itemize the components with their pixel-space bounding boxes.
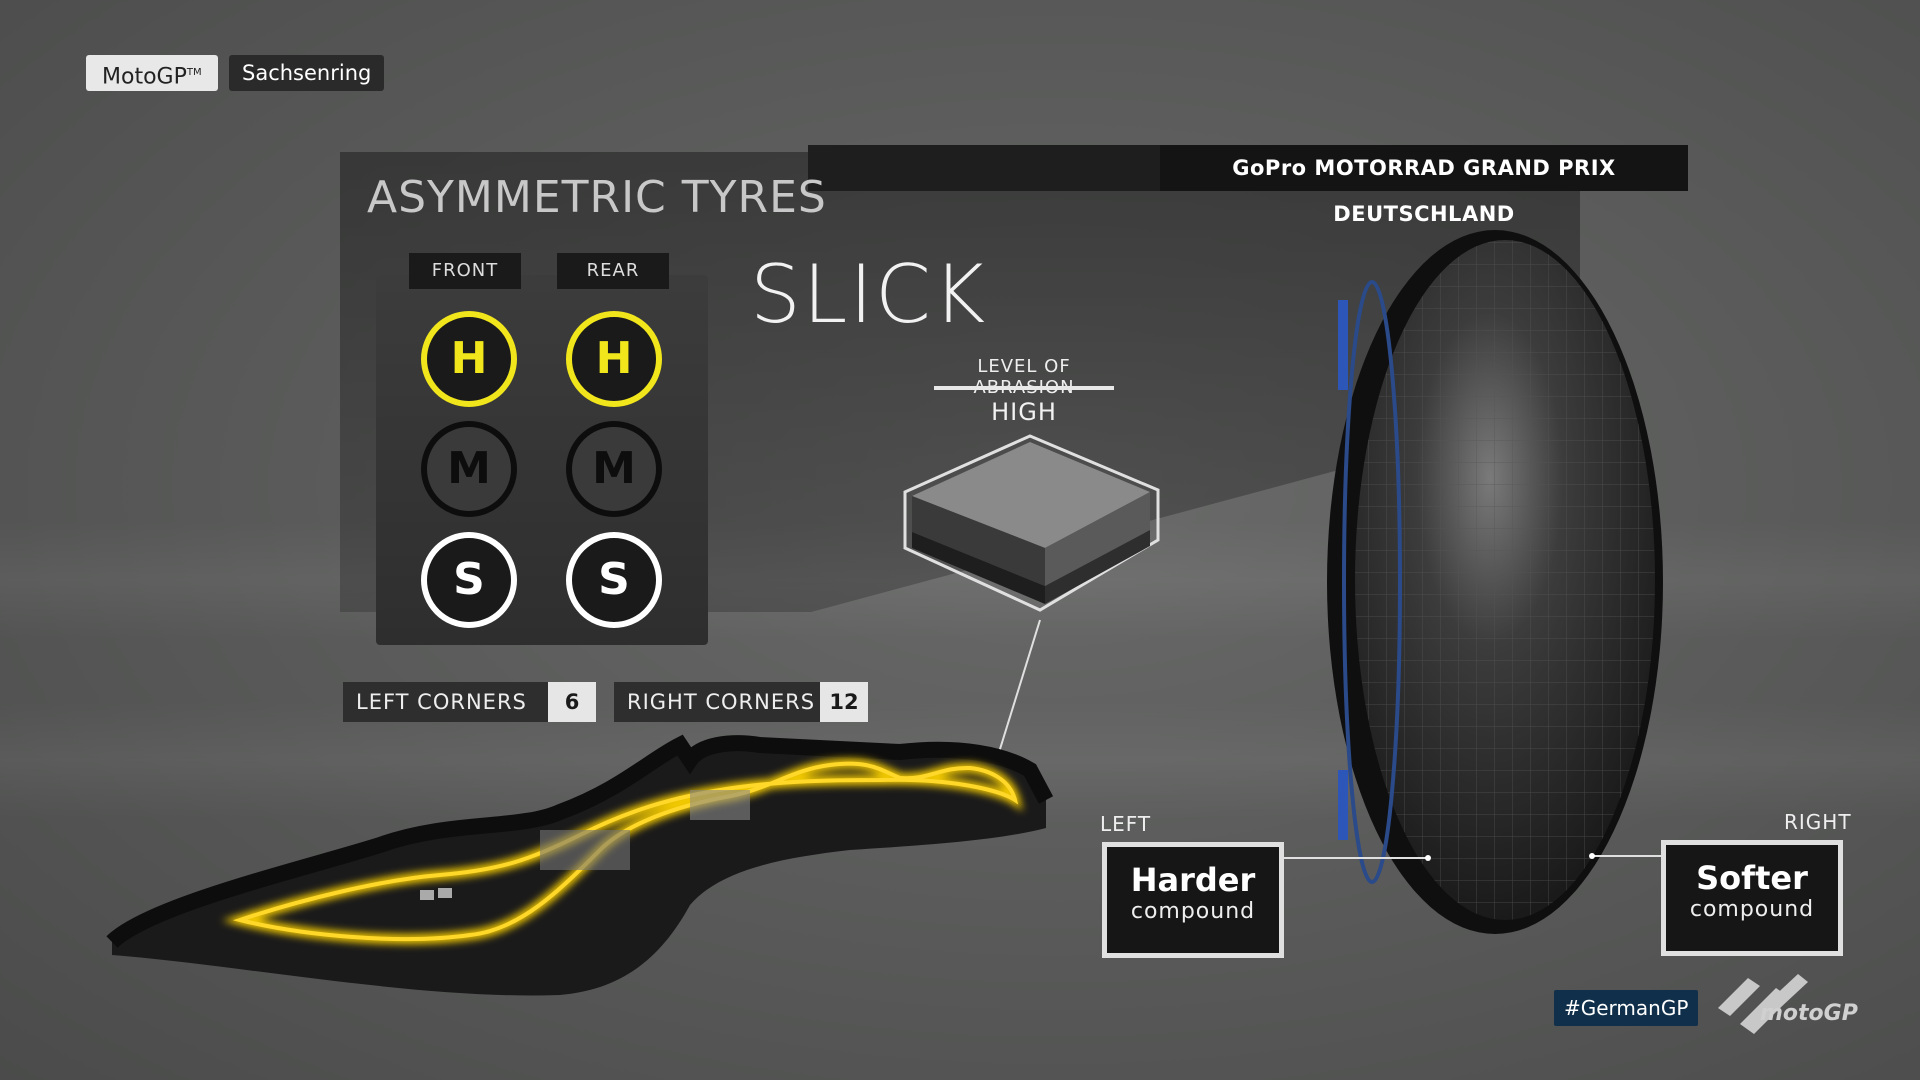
motogp-tag: MotoGPTM	[86, 55, 218, 91]
left-side-label: LEFT	[1100, 812, 1152, 836]
event-title: GoPro MOTORRAD GRAND PRIX DEUTSCHLAND	[1160, 145, 1688, 226]
hashtag-badge: #GermanGP	[1554, 990, 1699, 1026]
panel-title: ASYMMETRIC TYRES	[367, 172, 827, 223]
tyre-type-title: SLICK	[750, 248, 988, 341]
right-compound-card: Softer compound	[1661, 840, 1843, 956]
front-column-header: FRONT	[409, 253, 521, 289]
rear-soft-compound-icon: S	[566, 532, 662, 628]
front-hard-compound-icon: H	[421, 311, 517, 407]
left-compound-title: Harder	[1130, 861, 1256, 899]
abrasion-block-icon	[903, 434, 1160, 763]
right-corners-label: RIGHT CORNERS	[614, 682, 831, 722]
front-soft-compound-icon: S	[421, 532, 517, 628]
right-compound-title: Softer	[1696, 859, 1808, 897]
front-medium-compound-icon: M	[421, 421, 517, 517]
rear-hard-compound-icon: H	[566, 311, 662, 407]
left-compound-subtitle: compound	[1130, 899, 1256, 924]
track-name-tag: Sachsenring	[229, 55, 385, 91]
rear-medium-compound-icon: M	[566, 421, 662, 517]
abrasion-value: HIGH	[991, 398, 1057, 426]
motogp-logo-icon	[1718, 974, 1808, 1034]
rear-tyre-image	[1327, 230, 1663, 934]
right-compound-subtitle: compound	[1689, 897, 1815, 922]
track-map	[106, 734, 1054, 996]
left-compound-card: Harder compound	[1102, 842, 1284, 958]
rear-column-header: REAR	[557, 253, 669, 289]
right-side-label: RIGHT	[1784, 810, 1852, 834]
abrasion-divider	[934, 386, 1114, 390]
right-corners-count: 12	[820, 682, 868, 722]
left-corners-count: 6	[548, 682, 596, 722]
left-corners-label: LEFT CORNERS	[343, 682, 561, 722]
motogp-logo-text: motoGP	[1760, 1001, 1858, 1026]
